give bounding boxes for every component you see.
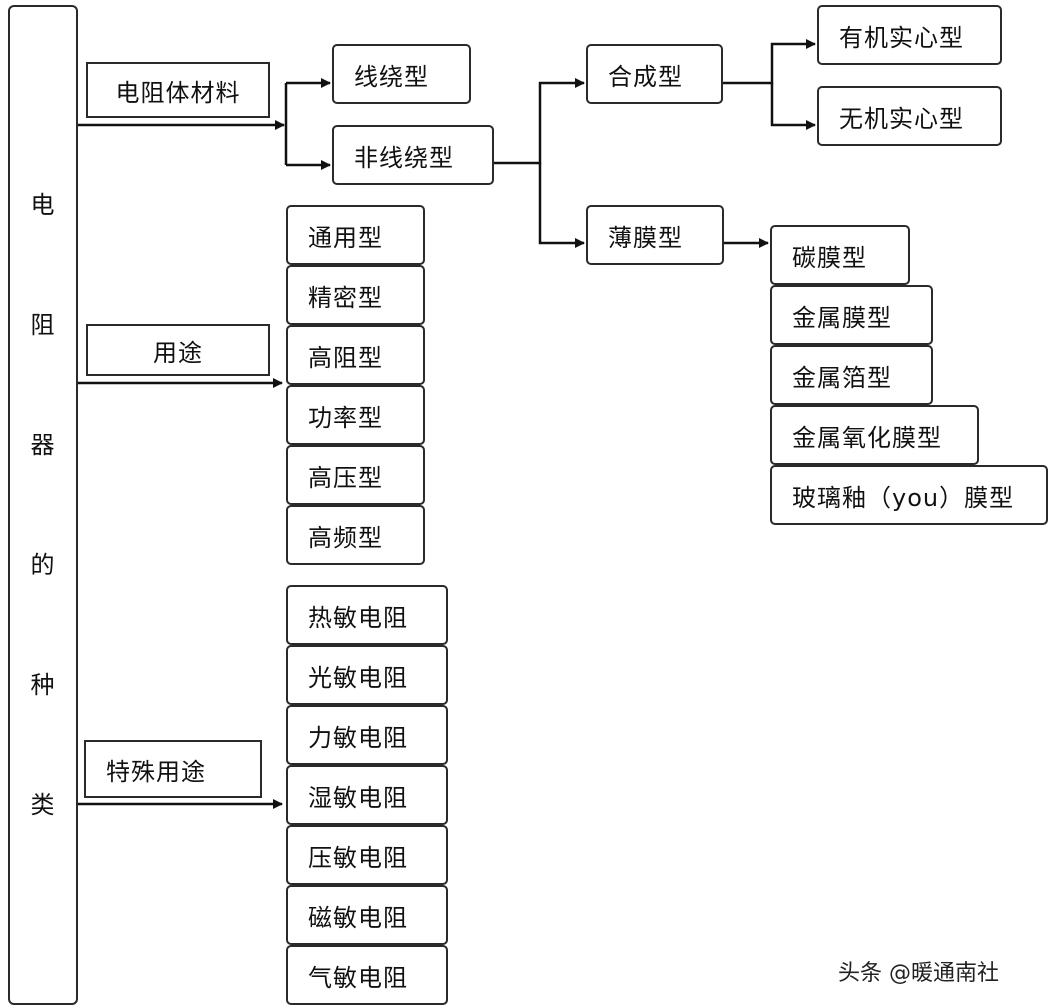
use-item: 通用型	[286, 205, 425, 265]
film-item: 金属氧化膜型	[770, 405, 979, 465]
special-item: 热敏电阻	[286, 585, 448, 645]
use-item: 高频型	[286, 505, 425, 565]
film-item: 玻璃釉（you）膜型	[770, 465, 1048, 525]
category-use: 用途	[86, 324, 270, 376]
arrow-to-thin-film	[538, 163, 585, 248]
special-item: 光敏电阻	[286, 645, 448, 705]
arrow-to-inorganic-solid	[770, 83, 816, 130]
film-item: 金属膜型	[770, 285, 933, 345]
node-non-wirewound: 非线绕型	[332, 125, 494, 185]
root-resistor-types: 电 阻 器 的 种 类	[8, 5, 78, 1005]
node-synthetic: 合成型	[586, 44, 723, 104]
node-organic-solid: 有机实心型	[817, 5, 1002, 65]
arrow-to-organic-solid	[723, 39, 816, 85]
node-thin-film: 薄膜型	[586, 205, 724, 265]
root-char: 电	[30, 191, 56, 219]
root-char: 种	[30, 671, 56, 699]
watermark: 头条 @暖通南社	[838, 961, 999, 986]
special-item: 力敏电阻	[286, 705, 448, 765]
special-item: 磁敏电阻	[286, 885, 448, 945]
use-item: 高阻型	[286, 325, 425, 385]
special-item: 湿敏电阻	[286, 765, 448, 825]
category-special-use: 特殊用途	[84, 740, 262, 798]
use-item: 高压型	[286, 445, 425, 505]
use-item: 精密型	[286, 265, 425, 325]
special-item: 气敏电阻	[286, 945, 448, 1005]
special-item: 压敏电阻	[286, 825, 448, 885]
film-item: 碳膜型	[770, 225, 910, 285]
category-material: 电阻体材料	[86, 62, 270, 118]
film-item: 金属箔型	[770, 345, 933, 405]
arrow-to-synthetic	[494, 78, 585, 165]
node-inorganic-solid: 无机实心型	[817, 86, 1002, 146]
root-char: 阻	[30, 311, 56, 339]
root-char: 类	[30, 791, 56, 819]
arrow-to-wirewound	[284, 83, 330, 165]
node-wirewound: 线绕型	[332, 44, 471, 104]
root-char: 的	[30, 551, 56, 579]
use-item: 功率型	[286, 385, 425, 445]
root-char: 器	[30, 431, 56, 459]
